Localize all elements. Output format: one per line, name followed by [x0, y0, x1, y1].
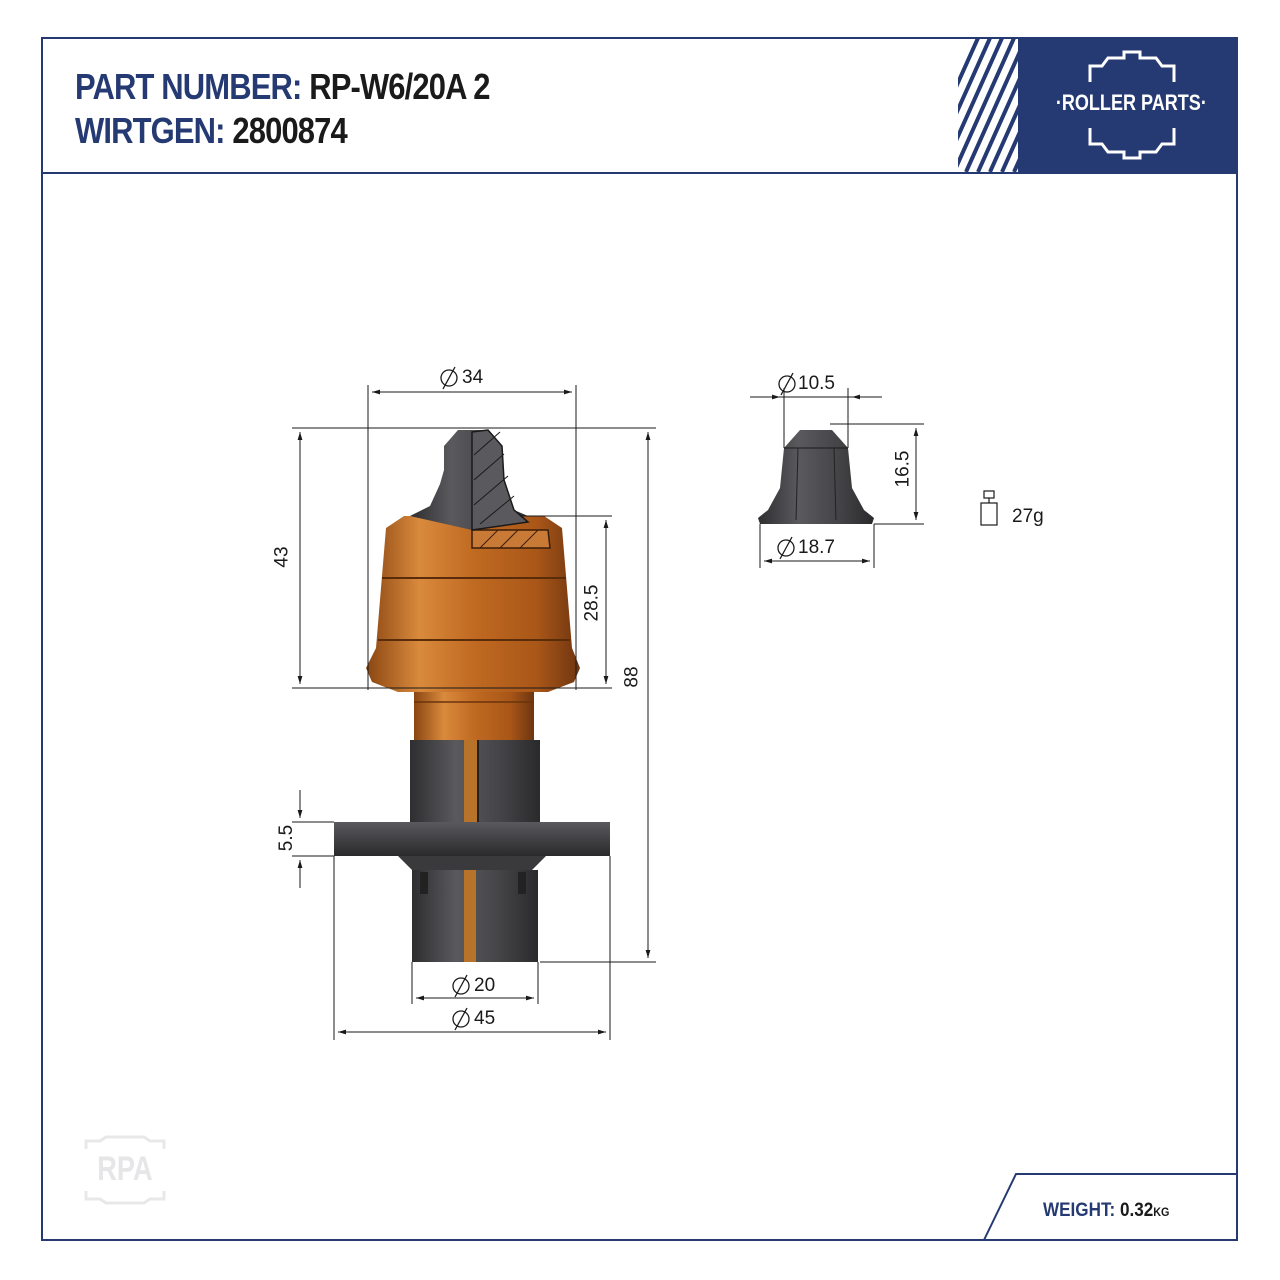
diameter-symbols [440, 366, 796, 1031]
weight-icon [980, 490, 998, 526]
wear-washer [334, 822, 610, 870]
dim-body-diameter: 34 [462, 367, 484, 388]
rpa-watermark-text: RPA [97, 1150, 153, 1188]
oem-label: WIRTGEN: [75, 110, 225, 151]
part-number-line: PART NUMBER: RP-W6/20A 2 [75, 66, 490, 108]
shank-lower [412, 870, 538, 962]
weight-label: WEIGHT: [1043, 1200, 1116, 1221]
oem-number-line: WIRTGEN: 2800874 [75, 110, 348, 152]
part-number-label: PART NUMBER: [75, 66, 302, 107]
sheet-border [41, 37, 1238, 1241]
clamping-sleeve [410, 740, 540, 822]
tip-weight: 27g [1012, 506, 1044, 527]
oem-value: 2800874 [232, 110, 347, 151]
dim-tip-top-diameter: 10.5 [798, 373, 835, 394]
weight-unit: KG [1153, 1205, 1170, 1219]
dim-washer-diameter: 45 [474, 1008, 496, 1029]
dim-shank-diameter: 20 [474, 975, 496, 996]
header-bar [41, 37, 1238, 174]
weight-value: 0.32 [1119, 1200, 1154, 1221]
tip-detail-view [758, 430, 874, 524]
dim-tip-base-diameter: 18.7 [798, 537, 835, 558]
hatch-decoration [958, 38, 1018, 172]
total-weight: WEIGHT: 0.32KG [1043, 1200, 1169, 1222]
pick-body [366, 516, 580, 740]
carbide-tip [410, 429, 530, 531]
tip-dimensions [750, 388, 924, 568]
part-number-value: RP-W6/20A 2 [309, 66, 490, 107]
main-dimensions [292, 385, 656, 1040]
brand-logo-text: ·ROLLER PARTS· [1055, 90, 1207, 115]
rpa-watermark [84, 1135, 166, 1205]
